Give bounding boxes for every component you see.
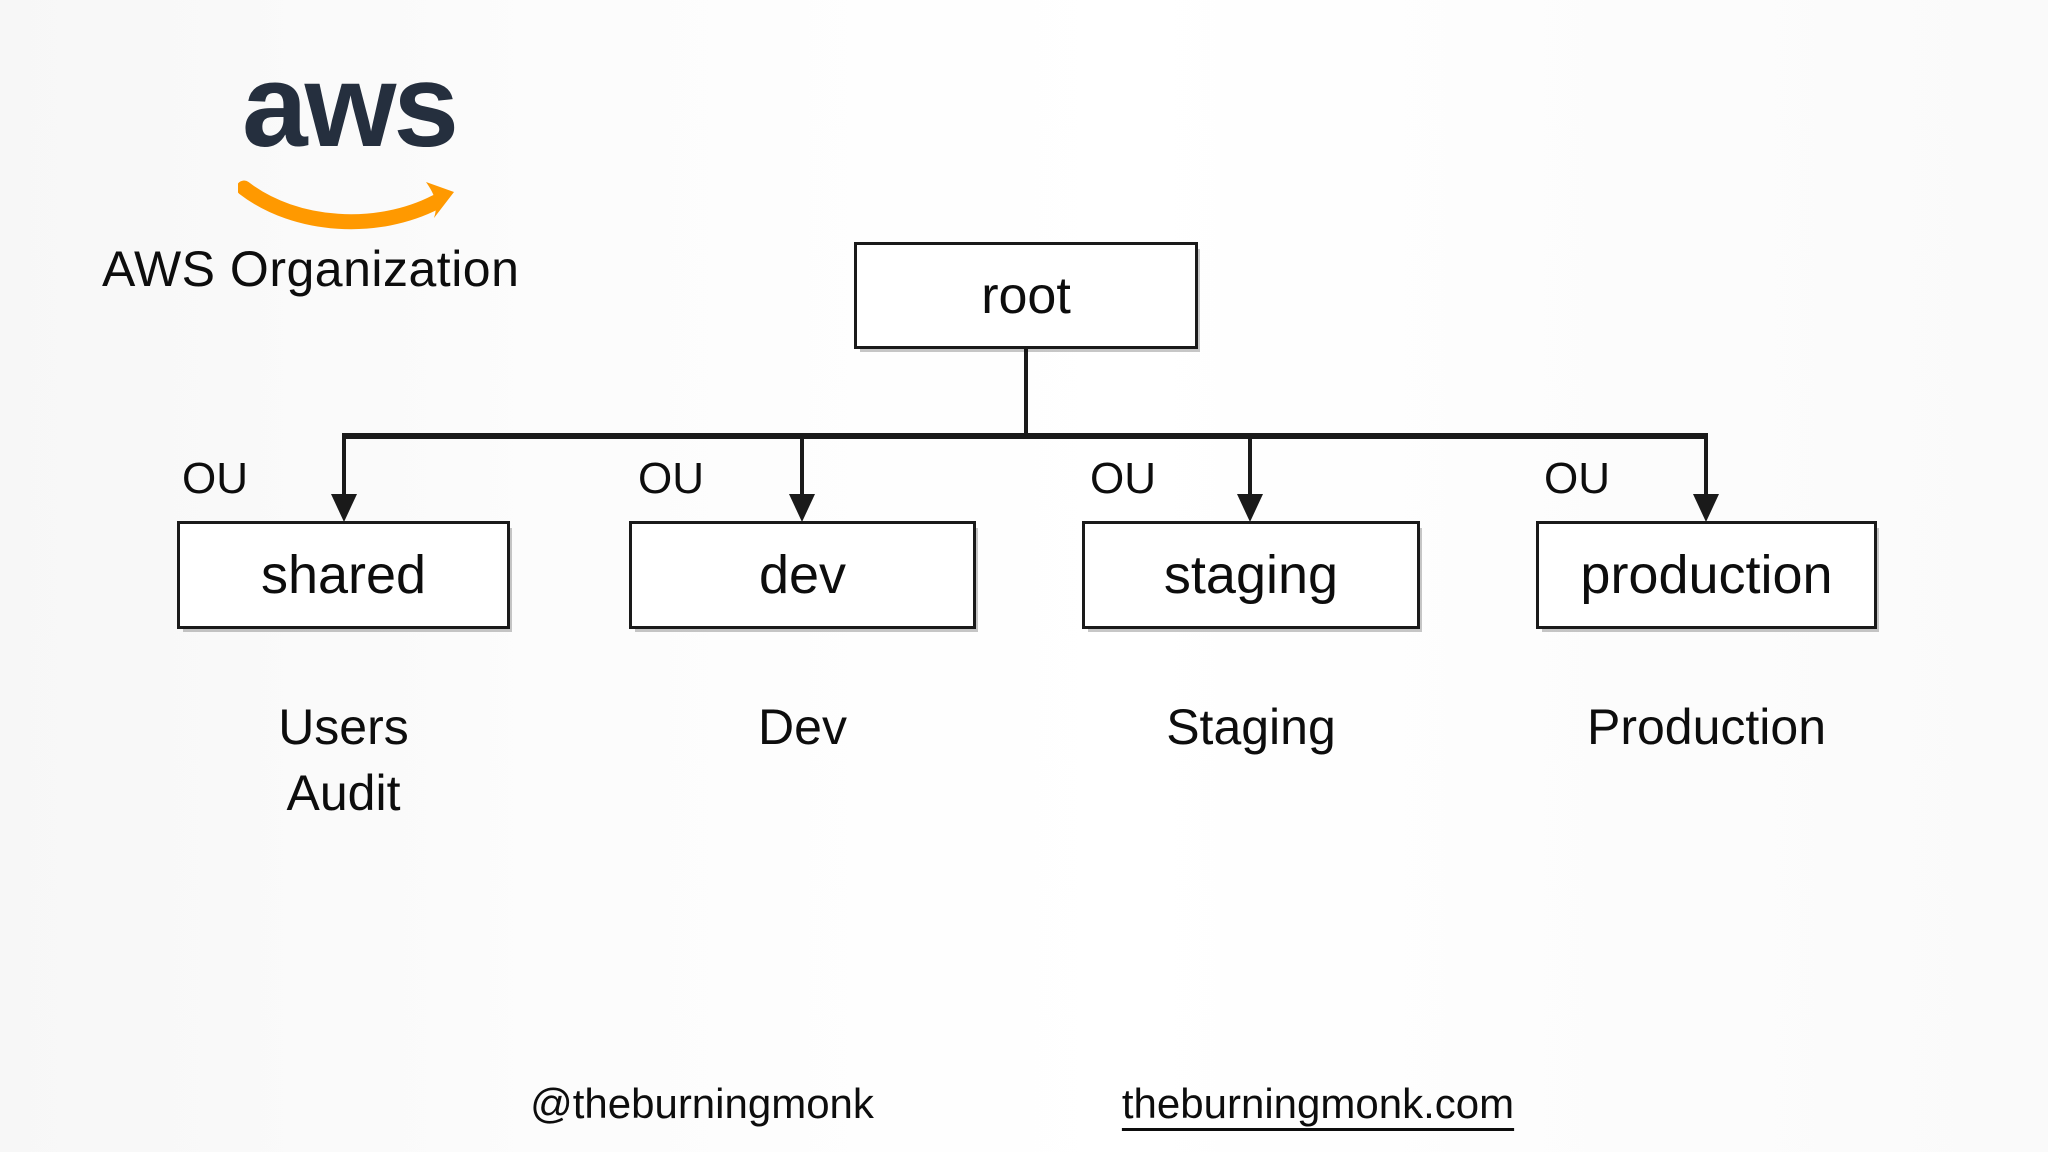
ou-tag-shared: OU bbox=[182, 454, 248, 503]
aws-logo: aws bbox=[238, 40, 468, 242]
accounts-dev: Dev bbox=[629, 694, 976, 760]
account-label: Users bbox=[278, 699, 409, 755]
ou-node-label: dev bbox=[758, 545, 847, 605]
account-label: Audit bbox=[286, 765, 401, 821]
ou-node-staging: staging bbox=[1082, 521, 1420, 629]
website-link-wrap: theburningmonk.com bbox=[1068, 1080, 1568, 1128]
ou-tag-dev: OU bbox=[638, 454, 704, 503]
accounts-shared: Users Audit bbox=[177, 694, 510, 826]
ou-node-label: shared bbox=[260, 545, 427, 605]
page-title: AWS Organization bbox=[102, 241, 520, 297]
ou-tag-staging: OU bbox=[1090, 454, 1156, 503]
arrowheads bbox=[331, 494, 1719, 522]
ou-node-shared: shared bbox=[177, 521, 510, 629]
accounts-staging: Staging bbox=[1082, 694, 1420, 760]
root-node-label: root bbox=[981, 266, 1071, 325]
ou-node-dev: dev bbox=[629, 521, 976, 629]
ou-node-label: staging bbox=[1163, 545, 1339, 605]
account-label: Staging bbox=[1166, 699, 1336, 755]
accounts-production: Production bbox=[1536, 694, 1877, 760]
website-link[interactable]: theburningmonk.com bbox=[1121, 1080, 1515, 1127]
account-label: Production bbox=[1586, 699, 1827, 755]
ou-node-label: production bbox=[1580, 545, 1833, 605]
ou-tag-production: OU bbox=[1544, 454, 1610, 503]
ou-node-production: production bbox=[1536, 521, 1877, 629]
aws-smile-icon bbox=[238, 180, 454, 230]
root-node: root bbox=[854, 242, 1198, 349]
aws-logo-text: aws bbox=[242, 40, 459, 172]
account-label: Dev bbox=[758, 699, 847, 755]
twitter-handle: @theburningmonk bbox=[530, 1080, 874, 1127]
